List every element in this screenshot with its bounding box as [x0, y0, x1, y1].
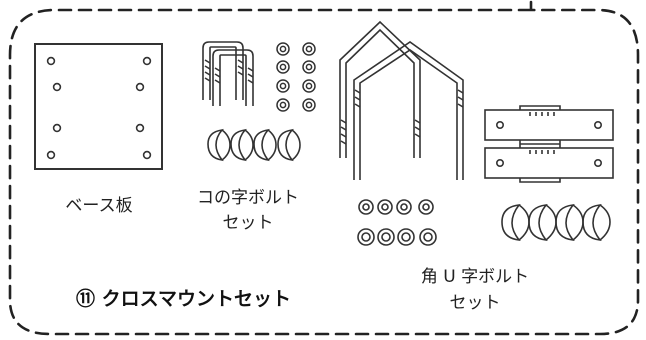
u-bolt-label-line2: セット — [222, 213, 274, 233]
u-bolt-label-line1: コの字ボルト — [197, 188, 299, 208]
base-plate-label: ベース板 — [65, 196, 133, 216]
large-washers-row2 — [357, 228, 437, 246]
u-bolt-drawing — [202, 41, 254, 106]
square-u-bolt-label-line2: セット — [449, 293, 501, 313]
base-plate-drawing — [34, 43, 163, 170]
wing-nuts-small — [207, 128, 301, 162]
clamp-bars — [484, 105, 614, 183]
small-washers — [276, 42, 316, 112]
set-title: ⑪ クロスマウントセット — [76, 288, 292, 310]
dashed-frame — [8, 0, 640, 336]
square-u-bolt-drawing — [339, 20, 464, 180]
wing-nuts-large — [501, 203, 611, 242]
square-u-bolt-label-line1: 角 U 字ボルト — [420, 267, 530, 287]
large-washers-row1 — [358, 199, 434, 215]
